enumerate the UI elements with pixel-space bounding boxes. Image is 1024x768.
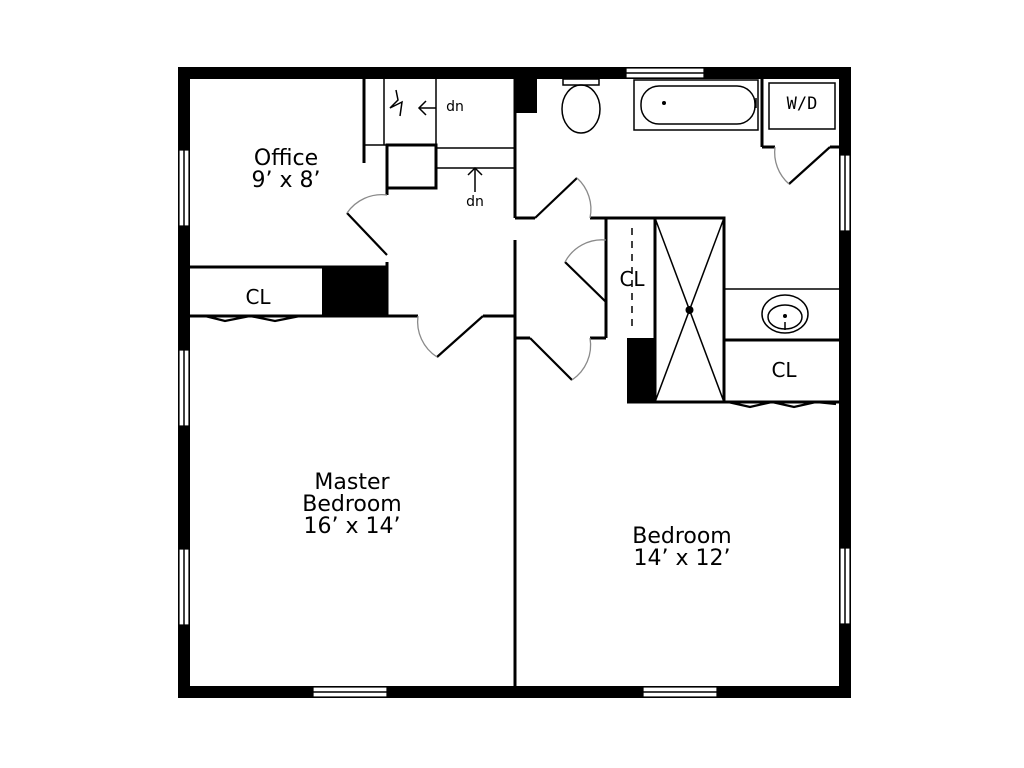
windows [178,67,851,698]
bedroom-size: 14’ x 12’ [633,546,731,571]
master-bedroom-name-2: Bedroom [302,492,402,517]
bedroom-name: Bedroom [632,524,732,549]
office-label: Office 9’ x 8’ [226,148,346,192]
doors [204,146,837,409]
bathtub-basin [640,85,756,125]
hall-closet-label: CL [619,267,645,291]
toilet-bowl [561,84,601,134]
stairs-upper-label: dn [446,99,464,115]
washer-dryer [768,82,836,130]
toilet-tank [562,78,600,86]
washer-dryer-label: W/D [786,94,818,114]
stairs [364,79,515,192]
master-bedroom-size: 16’ x 14’ [303,514,401,539]
stairs-lower-label: dn [466,194,484,210]
bathtub [633,79,759,131]
office-name: Office [253,146,319,171]
master-bedroom-label: Master Bedroom 16’ x 14’ [270,472,434,538]
sink-outer [761,294,809,334]
bedroom-label: Bedroom 14’ x 12’ [600,526,764,570]
office-size: 9’ x 8’ [251,168,321,193]
office-closet-label: CL [245,285,271,309]
bedroom-closet-label: CL [771,358,797,382]
bath-fixtures [561,78,836,403]
master-bedroom-name-1: Master [314,470,390,495]
solid-blocks [322,79,655,402]
